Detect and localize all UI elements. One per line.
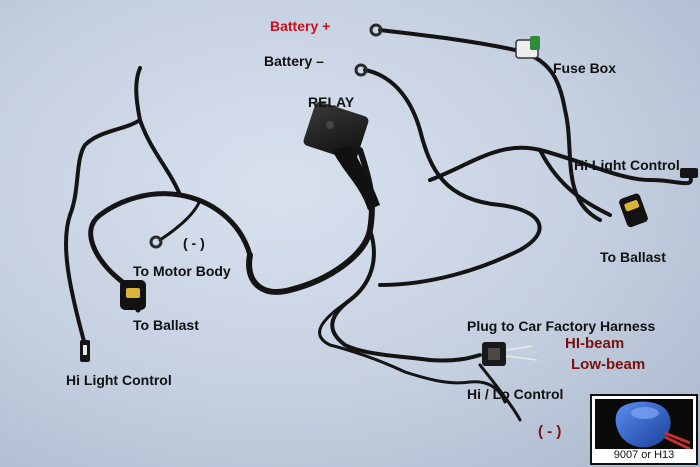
lower-loop-wire [318,298,507,404]
ballast-connector-right-icon [619,193,648,228]
hi-light-control-plug-right-icon [680,168,698,178]
low-beam-label: Low-beam [571,356,646,373]
ground-wire-bottom [478,363,522,422]
inset-caption: 9007 or H13 [592,449,696,462]
left-upper-loop-wire [64,66,182,347]
hi-lo-control-label: Hi / Lo Control [467,386,564,402]
fuse-box-icon [515,36,540,59]
ring-terminal-ground-icon [149,235,163,249]
blue-connector-icon [615,401,691,451]
ballast-connector-left-icon [120,280,146,310]
inset-photo [595,399,693,460]
lower-wire [330,228,482,363]
plug-to-harness-label: Plug to Car Factory Harness [467,318,656,334]
ground-left-label: ( - ) [183,235,205,251]
ring-terminal-icons [149,23,383,249]
hi-light-control-plug-left-icon [80,340,90,362]
ring-terminal-battery-plus-icon [369,23,383,37]
ground-wire-left [158,198,202,242]
hi-light-control-right-label: Hi Light Control [574,157,680,173]
relay-icon [303,101,380,210]
fuse-box-label: Fuse Box [553,60,617,76]
relay-label: RELAY [308,94,355,110]
right-harness-wire [428,145,693,217]
battery-plus-label: Battery + [270,18,331,34]
battery-plus-wire [378,28,602,222]
battery-minus-label: Battery – [264,53,324,69]
hi-light-control-left-label: Hi Light Control [66,372,172,388]
connector-inset: 9007 or H13 [590,394,698,465]
hi-beam-label: HI-beam [565,335,625,352]
ring-terminal-battery-minus-icon [354,63,368,77]
battery-minus-wire [363,68,542,287]
to-ballast-right-label: To Ballast [600,249,666,265]
to-ballast-left-label: To Ballast [133,317,199,333]
left-harness-wire [88,191,253,313]
factory-harness-plug-icon [482,342,538,366]
to-motor-body-label: To Motor Body [133,263,231,279]
ground-bottom-label: ( - ) [538,423,562,440]
connector-icons [80,168,698,366]
